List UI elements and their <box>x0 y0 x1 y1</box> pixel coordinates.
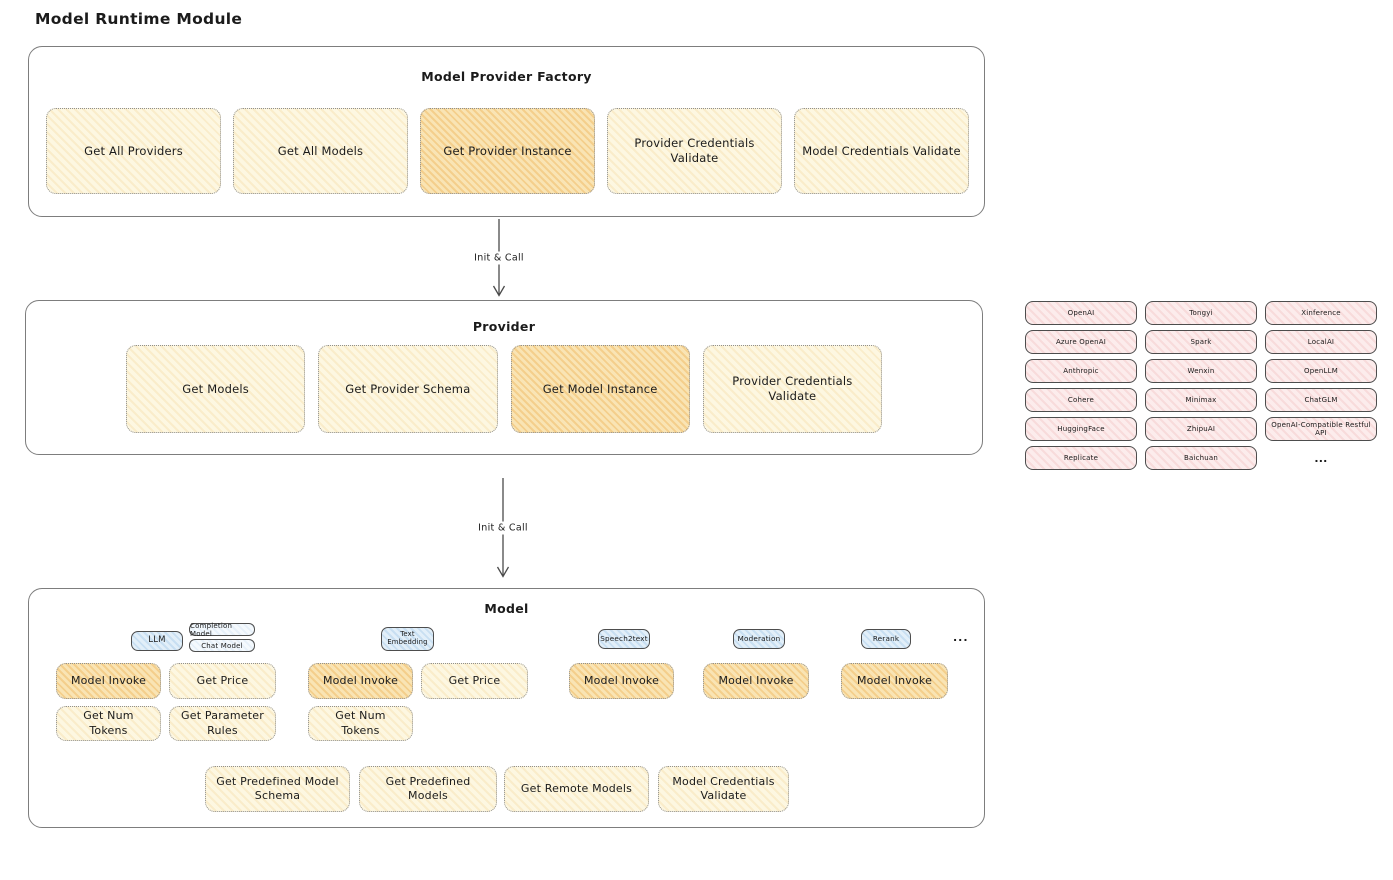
node-model-credentials-validate: Model Credentials Validate <box>794 108 969 194</box>
factory-box: Model Provider Factory Get All Providers… <box>28 46 985 217</box>
node-provider-credentials-validate-2: Provider Credentials Validate <box>702 345 882 433</box>
tag-chat-model: Chat Model <box>189 639 255 652</box>
node-rerank-model-invoke: Model Invoke <box>841 663 948 699</box>
arrow-label-init-call: Init & Call <box>469 251 529 265</box>
node-get-model-instance: Get Model Instance <box>510 345 690 433</box>
page-title: Model Runtime Module <box>35 10 243 28</box>
factory-title: Model Provider Factory <box>421 69 592 84</box>
provider-pill-openai-compatible: OpenAI-Compatible Restful API <box>1265 417 1377 441</box>
model-types-ellipsis: ... <box>953 631 969 644</box>
node-get-all-providers: Get All Providers <box>46 108 221 194</box>
provider-pill-tongyi: Tongyi <box>1145 301 1257 325</box>
node-llm-model-invoke: Model Invoke <box>56 663 161 699</box>
provider-pill-xinference: Xinference <box>1265 301 1377 325</box>
node-provider-credentials-validate: Provider Credentials Validate <box>607 108 782 194</box>
tag-text-embedding: Text Embedding <box>381 627 434 651</box>
provider-pill-openllm: OpenLLM <box>1265 359 1377 383</box>
node-llm-get-num-tokens: Get Num Tokens <box>56 706 161 741</box>
node-get-predefined-model-schema: Get Predefined Model Schema <box>205 766 350 812</box>
node-get-predefined-models: Get Predefined Models <box>359 766 497 812</box>
provider-pill-openai: OpenAI <box>1025 301 1137 325</box>
provider-list: OpenAI Tongyi Xinference Azure OpenAI Sp… <box>1025 301 1377 470</box>
provider-pill-zhipuai: ZhipuAI <box>1145 417 1257 441</box>
node-get-provider-schema: Get Provider Schema <box>318 345 498 433</box>
node-get-models: Get Models <box>126 345 306 433</box>
node-embedding-get-price: Get Price <box>421 663 528 699</box>
node-get-provider-instance: Get Provider Instance <box>420 108 595 194</box>
node-get-all-models: Get All Models <box>233 108 408 194</box>
arrow-factory-to-provider: Init & Call <box>469 219 529 297</box>
provider-pill-huggingface: HuggingFace <box>1025 417 1137 441</box>
provider-list-ellipsis: ... <box>1314 451 1328 465</box>
arrow-provider-to-model: Init & Call <box>473 478 533 578</box>
provider-pill-spark: Spark <box>1145 330 1257 354</box>
tag-speech2text: Speech2text <box>598 629 650 649</box>
provider-pill-replicate: Replicate <box>1025 446 1137 470</box>
provider-pill-anthropic: Anthropic <box>1025 359 1137 383</box>
provider-title: Provider <box>472 319 536 334</box>
node-model-credentials-validate-2: Model Credentials Validate <box>658 766 789 812</box>
node-llm-get-price: Get Price <box>169 663 276 699</box>
model-title: Model <box>484 601 529 616</box>
tag-rerank: Rerank <box>861 629 911 649</box>
provider-pill-minimax: Minimax <box>1145 388 1257 412</box>
provider-pill-localai: LocalAI <box>1265 330 1377 354</box>
provider-pill-cohere: Cohere <box>1025 388 1137 412</box>
provider-pill-chatglm: ChatGLM <box>1265 388 1377 412</box>
provider-box: Provider Get Models Get Provider Schema … <box>25 300 983 455</box>
node-embedding-model-invoke: Model Invoke <box>308 663 413 699</box>
tag-moderation: Moderation <box>733 629 785 649</box>
node-speech2text-model-invoke: Model Invoke <box>569 663 674 699</box>
node-llm-get-parameter-rules: Get Parameter Rules <box>169 706 276 741</box>
tag-completion-model: Completion Model <box>189 622 255 638</box>
provider-pill-azure-openai: Azure OpenAI <box>1025 330 1137 354</box>
provider-pill-wenxin: Wenxin <box>1145 359 1257 383</box>
node-embedding-get-num-tokens: Get Num Tokens <box>308 706 413 741</box>
factory-items-row: Get All Providers Get All Models Get Pro… <box>46 108 969 194</box>
node-moderation-model-invoke: Model Invoke <box>703 663 809 699</box>
arrow-label-init-call: Init & Call <box>473 521 533 535</box>
node-get-remote-models: Get Remote Models <box>504 766 649 812</box>
model-box: Model LLM Completion Model Chat Model Te… <box>28 588 985 828</box>
provider-items-row: Get Models Get Provider Schema Get Model… <box>126 345 882 433</box>
tag-llm: LLM <box>131 631 183 651</box>
provider-pill-baichuan: Baichuan <box>1145 446 1257 470</box>
